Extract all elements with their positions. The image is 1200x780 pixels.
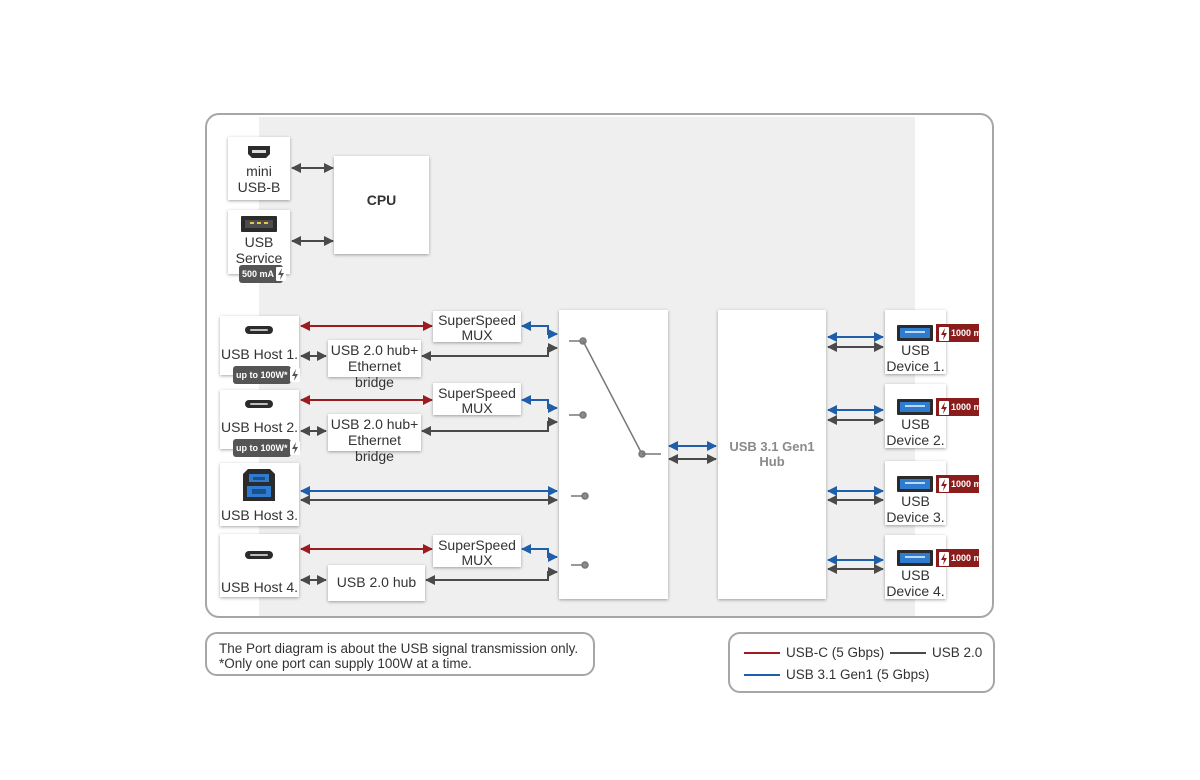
usb-service-label-1: USB xyxy=(244,234,274,250)
usb-b-icon xyxy=(243,469,275,501)
mux4-label-1: SuperSpeed xyxy=(438,537,516,553)
usb-a-blue-icon xyxy=(897,476,933,492)
legend-box: USB-C (5 Gbps) USB 2.0 USB 3.1 Gen1 (5 G… xyxy=(728,632,995,693)
mux1-label-2: MUX xyxy=(461,327,493,343)
host1-label: USB Host 1. xyxy=(220,346,299,362)
host2-power-badge-text: up to 100W* xyxy=(236,443,288,453)
host2-power-badge: up to 100W* xyxy=(233,439,300,457)
mux4-label-2: MUX xyxy=(461,552,493,568)
host4-label: USB Host 4. xyxy=(220,579,299,595)
usb20-hub-ethernet-1: USB 2.0 hub+ Ethernet bridge xyxy=(328,340,421,390)
legend-label-usb31: USB 3.1 Gen1 (5 Gbps) xyxy=(786,667,930,682)
legend-swatch-usb20 xyxy=(890,652,926,654)
device4-label-1: USB xyxy=(901,567,930,583)
port-usb-device-3: USB Device 3. xyxy=(885,461,946,525)
usb-a-blue-icon xyxy=(897,399,933,415)
lightning-icon xyxy=(276,266,287,281)
usb-a-blue-icon xyxy=(897,550,933,566)
legend-swatch-usbc xyxy=(744,652,780,654)
legend-label-usbc: USB-C (5 Gbps) xyxy=(786,645,885,660)
hub2-label-1: USB 2.0 hub+ xyxy=(330,416,419,432)
device1-label-2: Device 1. xyxy=(886,358,945,374)
usb-c-icon xyxy=(245,326,273,334)
usb-c-icon xyxy=(245,551,273,559)
lightning-icon xyxy=(289,440,300,455)
hub4-label: USB 2.0 hub xyxy=(336,574,417,590)
usb31-gen1-hub: USB 3.1 Gen1 Hub xyxy=(718,310,826,599)
footnote-box: The Port diagram is about the USB signal… xyxy=(205,632,595,676)
lightning-icon xyxy=(289,367,300,382)
host2-label: USB Host 2. xyxy=(220,419,299,435)
device2-power-badge: 1000 mA xyxy=(936,398,988,416)
wire-hub1-switch xyxy=(421,343,558,361)
device3-label-1: USB xyxy=(901,493,930,509)
switch-contacts xyxy=(569,337,661,569)
device2-label-1: USB xyxy=(901,416,930,432)
lightning-icon xyxy=(939,326,949,341)
hub2-label-2: Ethernet bridge xyxy=(348,432,401,464)
usb-a-blue-icon xyxy=(897,325,933,341)
mux2-label-1: SuperSpeed xyxy=(438,385,516,401)
footnote-line-2: *Only one port can supply 100W at a time… xyxy=(219,656,472,671)
host1-power-badge: up to 100W* xyxy=(233,366,300,384)
device4-label-2: Device 4. xyxy=(886,583,945,599)
usb20-hub-ethernet-2: USB 2.0 hub+ Ethernet bridge xyxy=(328,414,421,464)
cpu-label: CPU xyxy=(366,192,397,208)
lightning-icon xyxy=(939,400,949,415)
wire-hub2-switch xyxy=(421,417,558,436)
hub1-label-2: Ethernet bridge xyxy=(348,358,401,390)
device3-power-badge: 1000 mA xyxy=(936,475,988,493)
main-hub-label-1: USB 3.1 Gen1 xyxy=(729,439,815,454)
usb20-hub-4: USB 2.0 hub xyxy=(328,565,425,601)
legend-label-usb20: USB 2.0 xyxy=(932,645,983,660)
usb-a-icon xyxy=(241,216,277,232)
port-usb-device-4: USB Device 4. xyxy=(885,535,946,599)
device4-power-badge-text: 1000 mA xyxy=(951,553,989,563)
port-switch xyxy=(559,310,668,599)
device3-label-2: Device 3. xyxy=(886,509,945,525)
mini-usb-label-2: USB-B xyxy=(237,179,281,195)
host3-label: USB Host 3. xyxy=(220,507,299,523)
usb-service-label-2: Service xyxy=(235,250,283,266)
device1-label-1: USB xyxy=(901,342,930,358)
device1-power-badge: 1000 mA xyxy=(936,324,988,342)
service-power-badge-text: 500 mA xyxy=(242,269,275,279)
mini-usb-label-1: mini xyxy=(246,163,272,179)
wire-mux2-switch xyxy=(521,395,558,413)
lightning-icon xyxy=(939,477,949,492)
superspeed-mux-2: SuperSpeed MUX xyxy=(433,383,521,416)
wire-hub4-switch xyxy=(425,567,558,585)
mini-usb-b-icon xyxy=(248,146,270,158)
hub1-label-1: USB 2.0 hub+ xyxy=(330,342,419,358)
host1-power-badge-text: up to 100W* xyxy=(236,370,288,380)
main-hub-label-2: Hub xyxy=(759,454,785,469)
port-usb-host-3: USB Host 3. xyxy=(220,463,299,526)
port-mini-usb-b: mini USB-B xyxy=(228,137,290,200)
footnote-line-1: The Port diagram is about the USB signal… xyxy=(219,641,579,656)
mux1-label-1: SuperSpeed xyxy=(438,312,516,328)
device4-power-badge: 1000 mA xyxy=(936,549,988,567)
cpu-block: CPU xyxy=(334,156,429,254)
superspeed-mux-4: SuperSpeed MUX xyxy=(433,535,521,568)
lightning-icon xyxy=(939,551,949,566)
legend-swatch-usb31 xyxy=(744,674,780,676)
port-usb-device-2: USB Device 2. xyxy=(885,384,946,448)
wire-mux4-switch xyxy=(521,544,558,562)
mux2-label-2: MUX xyxy=(461,400,493,416)
usb-c-icon xyxy=(245,400,273,408)
port-usb-host-1: USB Host 1. xyxy=(220,316,299,375)
port-usb-host-4: USB Host 4. xyxy=(220,534,299,597)
superspeed-mux-1: SuperSpeed MUX xyxy=(433,311,521,343)
device2-label-2: Device 2. xyxy=(886,432,945,448)
wire-mux1-switch xyxy=(521,321,558,339)
device3-power-badge-text: 1000 mA xyxy=(951,479,989,489)
device2-power-badge-text: 1000 mA xyxy=(951,402,989,412)
port-usb-service: USB Service xyxy=(228,210,290,274)
device1-power-badge-text: 1000 mA xyxy=(951,328,989,338)
port-usb-device-1: USB Device 1. xyxy=(885,310,946,374)
service-power-badge: 500 mA xyxy=(239,265,287,283)
